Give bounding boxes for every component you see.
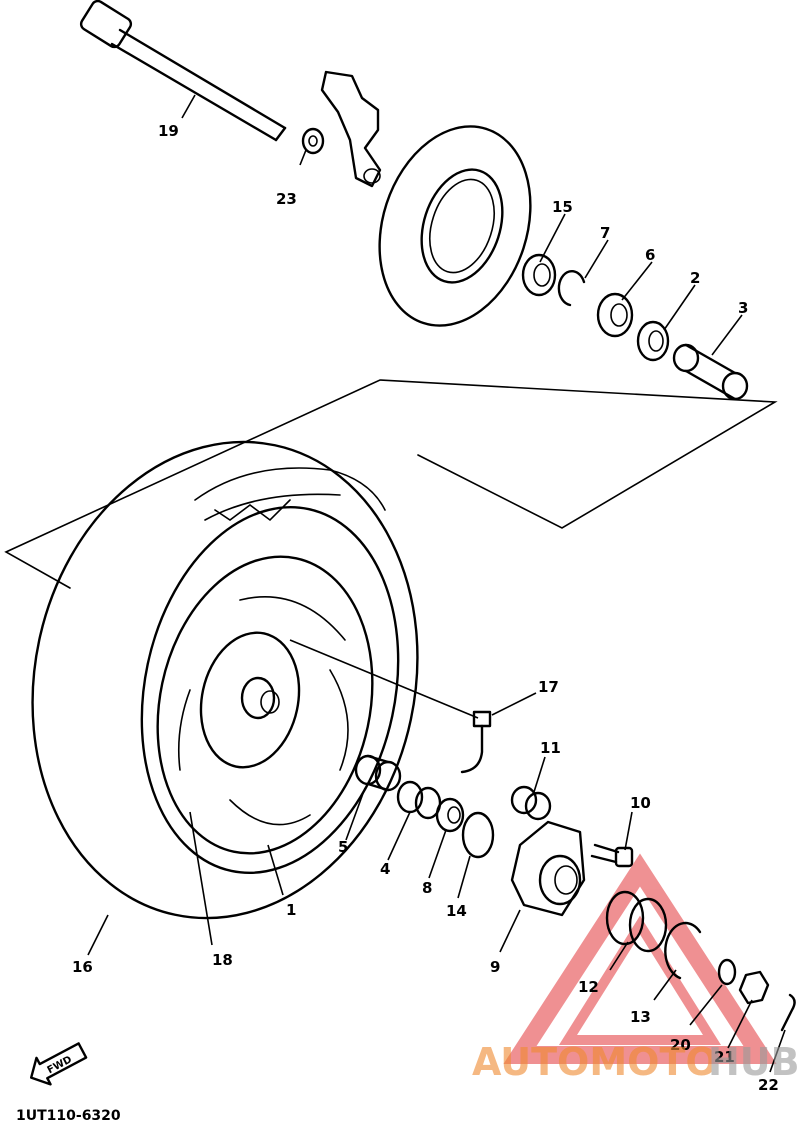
collar-part-5: [354, 754, 402, 792]
oring-part-14: [461, 811, 495, 859]
label-13: 13: [630, 1008, 651, 1026]
label-22: 22: [758, 1076, 779, 1094]
brake-bracket: [320, 70, 382, 188]
part-labels: 19 23 15 7 6 2 3 17 11 10 5 4 8 14 1 9 1…: [72, 122, 779, 1094]
spacer-part-3: [672, 343, 749, 401]
watermark-text-main: AUTOMOTO: [472, 1040, 718, 1084]
label-8: 8: [422, 879, 432, 897]
axle-part-19: [79, 0, 287, 142]
fwd-direction-arrow: FWD: [29, 1042, 88, 1086]
washer-part-23: [301, 127, 325, 155]
label-10: 10: [630, 794, 651, 812]
label-16: 16: [72, 958, 93, 976]
bolt-part-10: [590, 843, 634, 868]
circlip-part-13: [664, 921, 702, 980]
bearing-part-8: [435, 797, 465, 833]
label-11: 11: [540, 739, 561, 757]
hub-part-9: [510, 820, 586, 917]
seal-part-2: [636, 320, 670, 362]
watermark-text: AUTOMOTO HUB: [472, 1040, 800, 1084]
bearing-part-6: [596, 292, 634, 338]
bearing-part-15: [521, 253, 557, 297]
watermark-logo: [503, 853, 777, 1064]
label-20: 20: [670, 1036, 691, 1054]
label-3: 3: [738, 299, 748, 317]
label-4: 4: [380, 860, 390, 878]
washer-part-20: [717, 958, 737, 986]
label-12: 12: [578, 978, 599, 996]
label-9: 9: [490, 958, 500, 976]
watermark-text-right: HUB: [708, 1040, 800, 1084]
pin-part-22: [780, 993, 796, 1032]
nut-part-21: [738, 970, 770, 1005]
label-6: 6: [645, 246, 655, 264]
circlip-part-7: [557, 269, 586, 307]
drawing-code: 1UT110-6320: [16, 1108, 121, 1124]
spacer-part-4: [396, 780, 442, 820]
label-15: 15: [552, 198, 573, 216]
brake-disc: [378, 125, 532, 327]
leader-lines: [87, 94, 786, 1073]
bushing-part-12: [605, 890, 668, 953]
label-14: 14: [446, 902, 467, 920]
label-21: 21: [714, 1048, 735, 1066]
ground-plane-outline: [4, 379, 778, 589]
bearing-part-11: [510, 785, 552, 821]
label-18: 18: [212, 951, 233, 969]
wheel-part-1: [156, 555, 374, 855]
label-17: 17: [538, 678, 559, 696]
label-19: 19: [158, 122, 179, 140]
label-1: 1: [286, 901, 296, 919]
label-23: 23: [276, 190, 297, 208]
label-2: 2: [690, 269, 700, 287]
label-5: 5: [338, 838, 348, 856]
label-7: 7: [600, 224, 610, 242]
valve-part-17: [460, 710, 492, 774]
tire-part-16: [31, 440, 419, 920]
